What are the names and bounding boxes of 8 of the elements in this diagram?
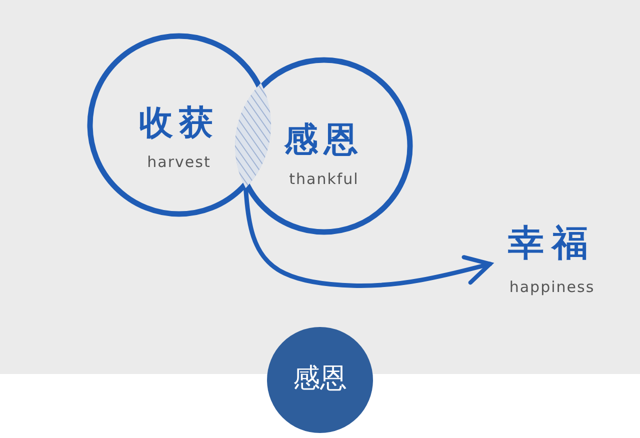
result-title: 幸福 [507, 222, 597, 266]
circle-subtitle: harvest [146, 153, 212, 171]
result-subtitle: happiness [508, 278, 596, 296]
arrow [243, 186, 492, 288]
badge-label: 感恩 [292, 363, 348, 396]
circle-title: 感恩 [283, 120, 365, 161]
circle-title: 收获 [138, 103, 220, 144]
circle-subtitle: thankful [288, 170, 360, 188]
